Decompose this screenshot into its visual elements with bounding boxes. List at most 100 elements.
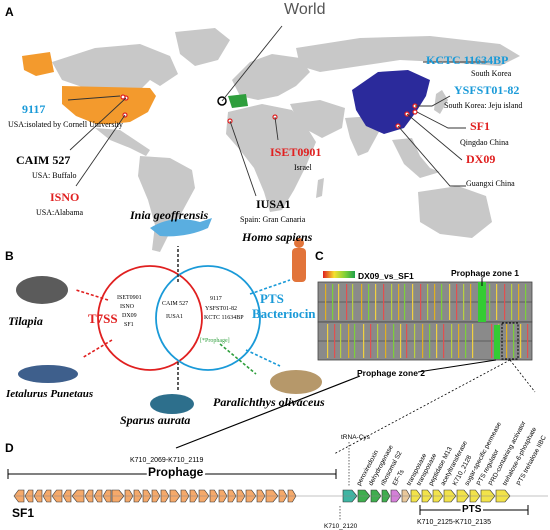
compare-stripe — [491, 324, 493, 358]
compare-stripe — [420, 284, 422, 320]
iusa-label: IUSA1 — [256, 197, 291, 211]
compare-stripe — [375, 284, 377, 320]
comparison-plot — [317, 271, 533, 361]
compare-stripe — [412, 284, 414, 320]
isno-label: ISNO — [50, 190, 79, 204]
arrow-ictalurus — [81, 339, 113, 359]
panel-d-label: D — [5, 441, 14, 455]
world-map: World — [22, 1, 520, 252]
compare-stripe — [470, 284, 472, 320]
japan-shape — [434, 90, 448, 114]
prophage-zone-2-band — [494, 325, 500, 359]
compare-stripe — [518, 284, 520, 320]
europe-shape — [232, 54, 310, 100]
compare-stripe — [429, 324, 431, 358]
compare-stripe — [434, 284, 436, 320]
africa-shape — [226, 104, 316, 212]
venn-center-1: IUSA1 — [166, 314, 183, 320]
zone2-to-prophage — [175, 375, 361, 449]
compare-stripe — [496, 284, 498, 320]
compare-stripe — [472, 324, 474, 358]
arrow-paralichthys — [245, 349, 281, 367]
compare-stripe — [456, 284, 458, 320]
dx09-label: DX09 — [466, 152, 495, 166]
alaska-shape — [22, 52, 54, 76]
compare-stripe — [348, 324, 350, 358]
kctc-place: South Korea — [471, 69, 512, 78]
madagascar-shape — [316, 178, 324, 198]
compare-stripe — [406, 324, 408, 358]
caim-label: CAIM 527 — [16, 153, 70, 167]
bacteriocin-label: Bacteriocin — [252, 306, 316, 321]
venn-left-0: ISET0901 — [117, 295, 142, 301]
host-paralichthys: Paralichthys olivaceus — [213, 395, 325, 409]
host-homo: Homo sapiens — [241, 230, 313, 244]
pts-range: K710_2125-K710_2135 — [417, 519, 491, 526]
sf1-label: SF1 — [470, 119, 490, 133]
prophage-title: Prophage — [148, 465, 204, 479]
sparus-icon — [150, 394, 194, 414]
compare-stripe — [513, 324, 515, 358]
spain-shape — [228, 94, 248, 108]
kctc-label: KCTC 11634BP — [426, 53, 508, 67]
south-america-shape — [138, 156, 195, 252]
southeast-asia-shape — [392, 138, 440, 178]
compare-stripe — [327, 324, 329, 358]
greenland-shape — [175, 28, 230, 66]
human-head-icon — [294, 238, 304, 248]
human-icon — [292, 248, 306, 282]
pts-label: PTS — [260, 291, 284, 306]
compare-stripe — [383, 284, 385, 320]
compare-title: DX09_vs_SF1 — [358, 271, 414, 281]
compare-stripe — [332, 284, 334, 320]
world-title: World — [284, 1, 326, 18]
compare-stripe — [385, 324, 387, 358]
world-marker — [217, 96, 227, 106]
compare-stripe — [363, 324, 365, 358]
compare-stripe — [377, 324, 379, 358]
venn-left-3: SF1 — [124, 322, 134, 328]
host-icons — [16, 218, 322, 414]
yfs-label: YSFST01-82 — [454, 83, 519, 97]
compare-stripe — [370, 324, 372, 358]
zoom-dash-left — [333, 359, 511, 455]
panel-b-label: B — [5, 249, 14, 263]
loc-cornell — [120, 94, 126, 100]
caim-place: USA: Buffalo — [32, 171, 77, 180]
loc-jeju — [412, 109, 418, 115]
flounder-icon — [270, 370, 322, 394]
russia-shape — [296, 36, 520, 72]
dolphin-icon — [150, 218, 212, 237]
zoom-dash-right — [509, 359, 536, 393]
compare-stripe — [338, 284, 340, 320]
central-america-shape — [95, 128, 150, 156]
venn-diagram: ISET0901 ISNO DX09 SF1 CAIM 527 IUSA1 91… — [97, 265, 261, 371]
venn-right-1: YSFST01-82 — [205, 306, 237, 312]
iset-label: ISET0901 — [270, 145, 321, 159]
compare-stripe — [414, 324, 416, 358]
compare-stripe — [393, 324, 395, 358]
compare-stripes — [325, 284, 529, 358]
compare-stripe — [352, 284, 354, 320]
compare-stripe — [427, 284, 429, 320]
compare-stripe — [346, 284, 348, 320]
sf1-map-label: SF1 — [12, 506, 34, 520]
panel-a-label: A — [5, 5, 14, 19]
compare-stripe — [422, 324, 424, 358]
host-inia: Inia geoffrensis — [129, 208, 208, 222]
compare-stripe — [506, 324, 508, 358]
usa-shape — [62, 86, 156, 124]
zone2-label: Prophage zone 2 — [357, 368, 425, 378]
compare-stripe — [511, 284, 513, 320]
iusa-place: Spain: Gran Canaria — [240, 215, 306, 224]
compare-stripe — [400, 324, 402, 358]
isno-place: USA:Alabama — [36, 208, 84, 217]
catfish-icon — [18, 365, 78, 383]
compare-stripe — [463, 284, 465, 320]
prophage-tag: [*Prophage] — [200, 338, 230, 344]
venn-left-1: ISNO — [120, 304, 135, 310]
middle-east-shape — [290, 100, 345, 138]
prophage-zone-2-box — [501, 322, 519, 360]
